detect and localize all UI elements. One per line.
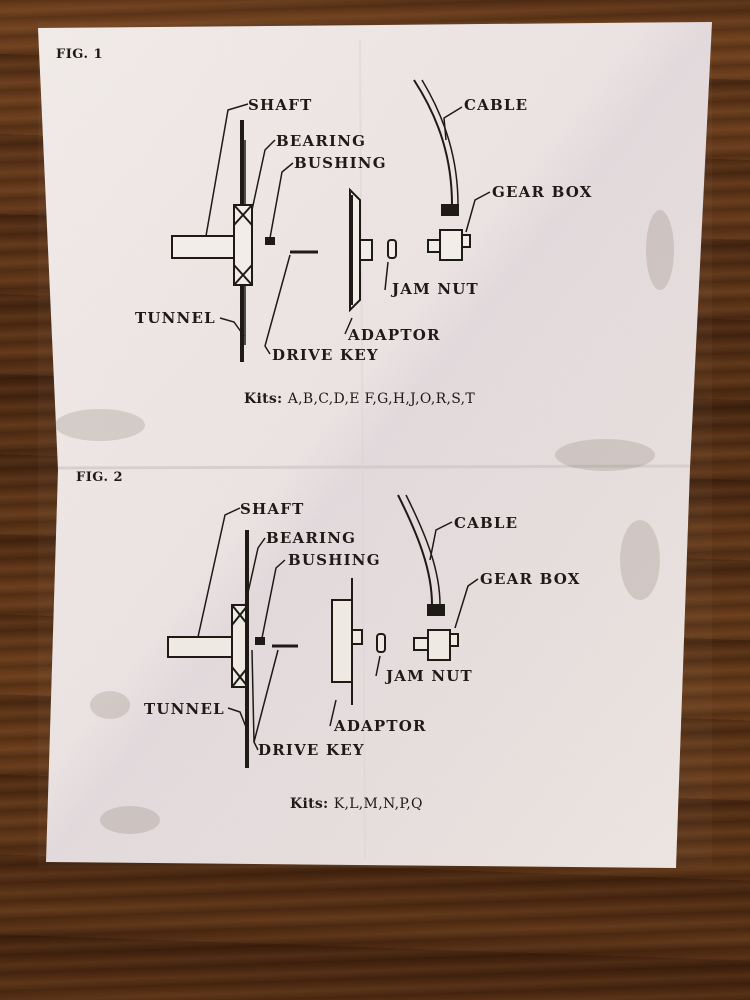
fig1-bushing — [265, 237, 275, 245]
fig1-jam-nut — [387, 239, 397, 259]
fig2-kits-value: K,L,M,N,P,Q — [333, 796, 423, 812]
fig1-label-tunnel: TUNNEL — [135, 309, 216, 327]
fig1-label-cable: CABLE — [464, 96, 529, 114]
stains — [55, 210, 674, 834]
fig1-diagram — [171, 79, 491, 362]
fig1-bearing — [233, 204, 253, 286]
fig2-cable — [397, 494, 433, 606]
fig2-kits: Kits: K,L,M,N,P,Q — [290, 797, 423, 811]
fig1-label-drive-key: DRIVE KEY — [272, 346, 379, 364]
fig1-kits-label: Kits: — [244, 391, 283, 407]
fig1-label-shaft: SHAFT — [248, 96, 313, 114]
fig2-jam-nut — [376, 633, 386, 653]
fig2-label-jam-nut: JAM NUT — [386, 667, 473, 685]
fig2-adaptor — [331, 599, 353, 683]
fig1-kits-value: A,B,C,D,E F,G,H,J,O,R,S,T — [287, 391, 476, 407]
fig1-shaft — [171, 235, 243, 259]
fig1-label-gear-box: GEAR BOX — [492, 183, 593, 201]
fig2-gear-box — [427, 629, 451, 661]
fig2-label-adaptor: ADAPTOR — [334, 717, 427, 735]
fig1-gear-box — [439, 229, 463, 261]
fig2-label-gear-box: GEAR BOX — [480, 570, 581, 588]
fig1-label-bearing: BEARING — [276, 132, 367, 150]
fold-line — [57, 464, 691, 470]
fig1-kits: Kits: A,B,C,D,E F,G,H,J,O,R,S,T — [244, 392, 475, 406]
fig2-label-bushing: BUSHING — [288, 551, 381, 569]
fig1-label-adaptor: ADAPTOR — [348, 326, 441, 344]
fig2-title: FIG. 2 — [76, 470, 124, 485]
fig2-label-bearing: BEARING — [266, 529, 357, 547]
fig2-label-tunnel: TUNNEL — [144, 700, 225, 718]
fig2-label-drive-key: DRIVE KEY — [258, 741, 365, 759]
fig1-cable — [413, 79, 453, 206]
fig1-label-bushing: BUSHING — [294, 154, 387, 172]
fig2-label-cable: CABLE — [454, 514, 519, 532]
fig2-kits-label: Kits: — [290, 796, 329, 812]
fig2-label-shaft: SHAFT — [240, 500, 305, 518]
fig2-diagram — [167, 494, 479, 768]
fig1-title: FIG. 1 — [56, 47, 104, 62]
fig2-bushing — [255, 637, 265, 645]
fig1-label-jam-nut: JAM NUT — [392, 280, 479, 298]
